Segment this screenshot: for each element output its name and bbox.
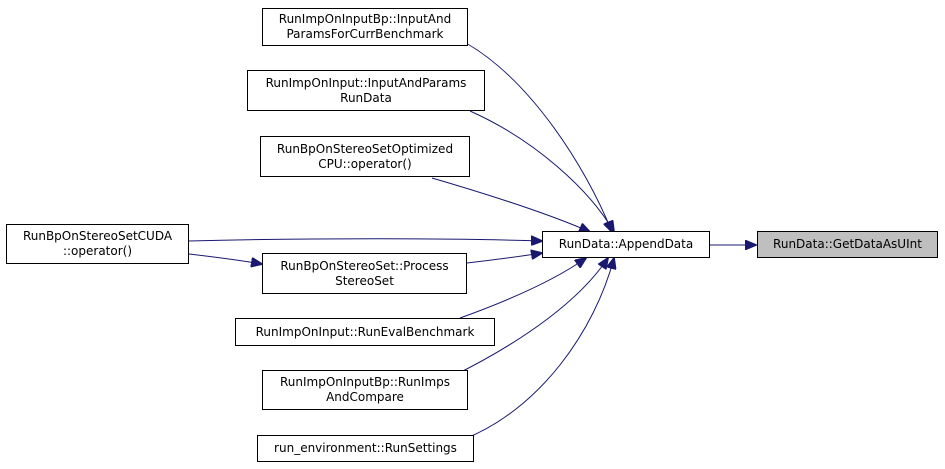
node-run-imps-and-compare[interactable]: RunImpOnInputBp::RunImps AndCompare (262, 370, 468, 410)
node-process-stereo-set[interactable]: RunBpOnStereoSet::Process StereoSet (262, 253, 467, 294)
node-label-line: RunImpOnInputBp::RunImps (279, 375, 451, 389)
node-label-line: RunData (340, 90, 392, 105)
node-input-and-params-run-data[interactable]: RunImpOnInput::InputAndParams RunData (247, 70, 485, 111)
node-label-line: RunImpOnInput::RunEvalBenchmark (255, 324, 475, 339)
node-label-line: RunData::AppendData (558, 237, 694, 251)
edge-cuda-to-process-stereo-set (188, 253, 262, 264)
node-get-data-as-uint: RunData::GetDataAsUInt (757, 231, 938, 258)
edge-cuda-to-append-data (188, 239, 542, 241)
edge-run-settings-to-append-data (461, 258, 614, 441)
node-append-data[interactable]: RunData::AppendData (542, 231, 710, 258)
node-optimized-cpu-operator[interactable]: RunBpOnStereoSetOptimized CPU::operator(… (260, 136, 470, 177)
node-label-line: RunData::GetDataAsUInt (773, 237, 922, 251)
node-label-line: AndCompare (326, 390, 404, 404)
edge-input-params-run-to-append-data (469, 110, 614, 232)
edge-eval-benchmark-to-append-data (459, 258, 586, 319)
node-label-line: ::operator() (62, 244, 133, 258)
edge-run-imps-to-append-data (454, 258, 608, 376)
node-input-and-params-for-curr-benchmark[interactable]: RunImpOnInputBp::InputAnd ParamsForCurrB… (262, 8, 468, 46)
node-label-line: RunImpOnInputBp::InputAnd (278, 12, 452, 26)
node-run-settings[interactable]: run_environment::RunSettings (257, 435, 474, 462)
node-label-line: RunBpOnStereoSetCUDA (22, 229, 173, 243)
node-label-line: StereoSet (335, 273, 394, 288)
node-cuda-operator[interactable]: RunBpOnStereoSetCUDA ::operator() (6, 224, 189, 264)
node-label-line: run_environment::RunSettings (274, 441, 457, 455)
edge-input-params-curr-to-append-data (465, 42, 612, 232)
edge-process-stereo-set-to-append-data (466, 253, 542, 264)
node-label-line: RunImpOnInput::InputAndParams (265, 75, 467, 90)
node-run-eval-benchmark[interactable]: RunImpOnInput::RunEvalBenchmark (235, 318, 495, 346)
node-label-line: ParamsForCurrBenchmark (286, 27, 444, 41)
node-label-line: RunBpOnStereoSetOptimized (276, 141, 454, 156)
node-label-line: RunBpOnStereoSet::Process (280, 258, 449, 273)
node-label-line: CPU::operator() (318, 156, 412, 171)
edge-optimized-cpu-to-append-data (431, 177, 590, 232)
